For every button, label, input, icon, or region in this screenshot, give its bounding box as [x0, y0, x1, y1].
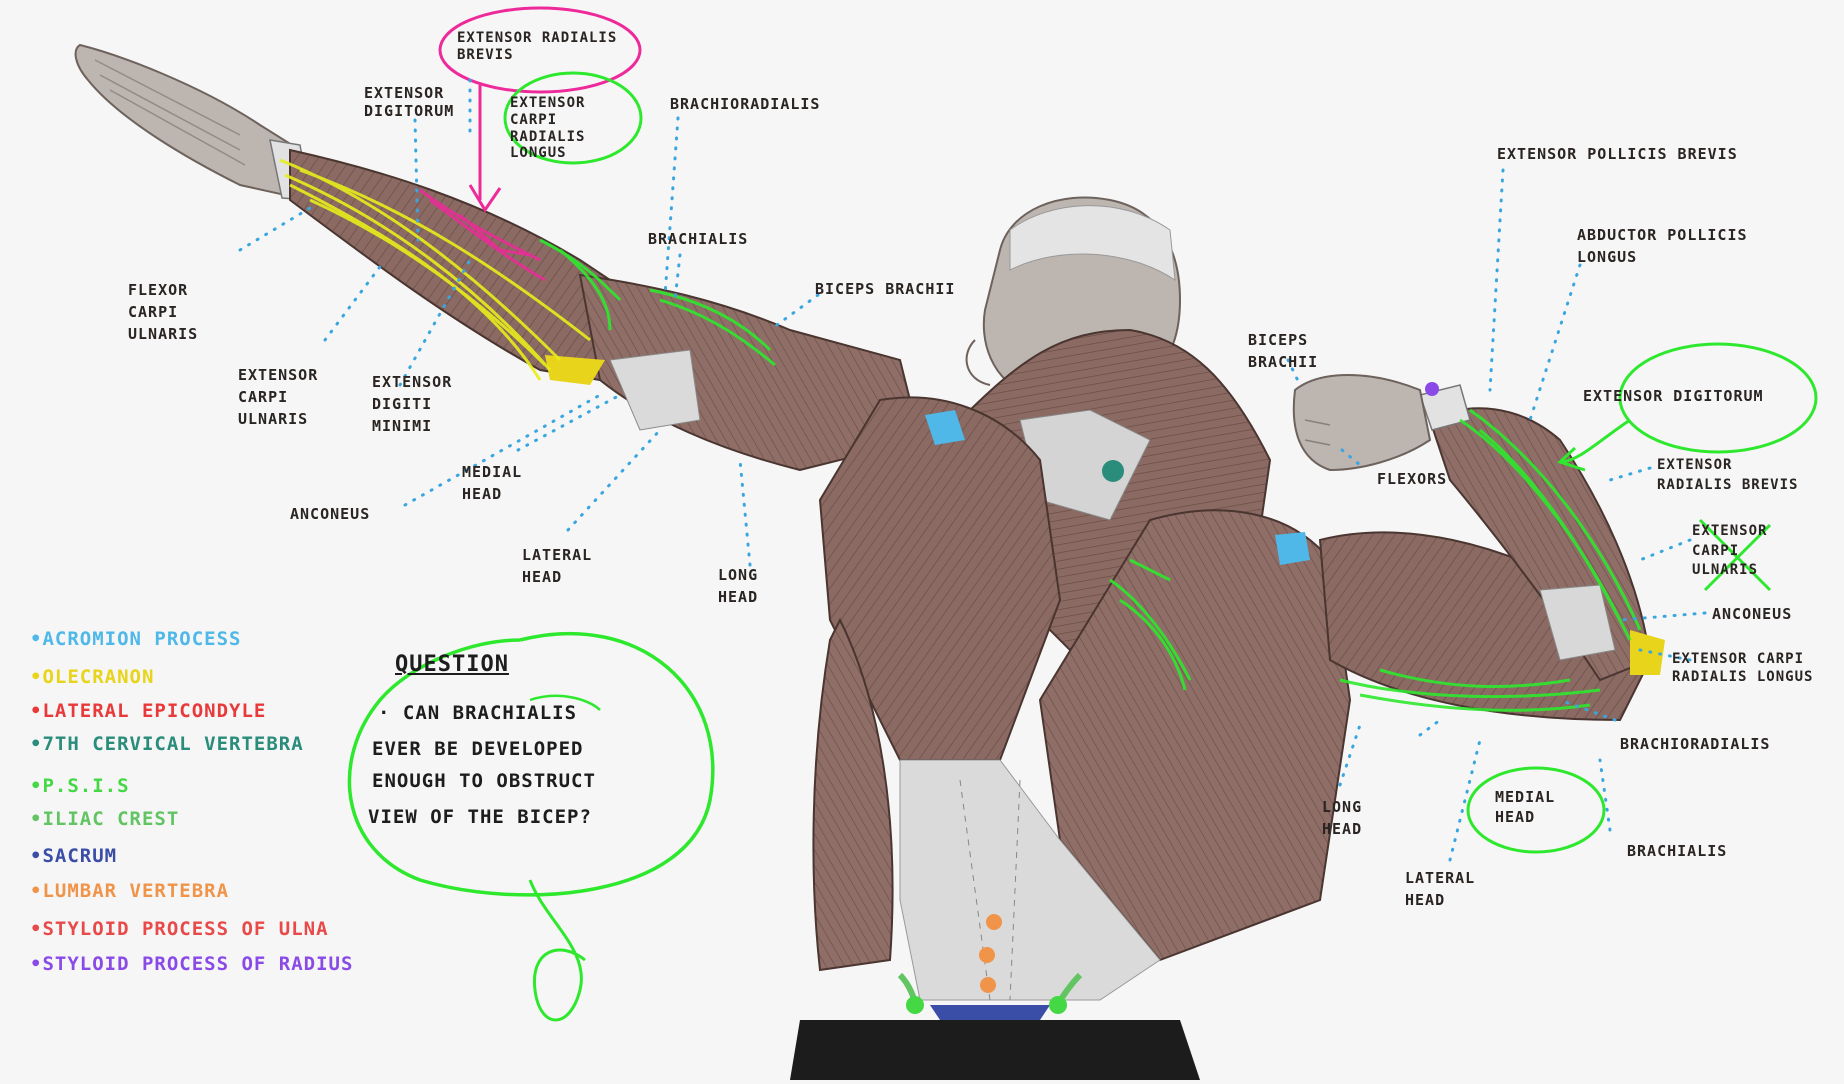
- leader-lines: [238, 78, 1707, 862]
- label-brachioradialis-left: Brachioradialis: [670, 95, 821, 113]
- question-line: · Can brachialis: [378, 702, 578, 724]
- question-line: view of the bicep?: [368, 806, 592, 828]
- label-abductor-pollicis-longus: Abductor pollicis longus: [1577, 226, 1748, 266]
- legend-item: •Iliac crest: [30, 808, 179, 830]
- label-biceps-brachii-right: Biceps brachii: [1248, 331, 1319, 371]
- label-brachialis-right: Brachialis: [1627, 842, 1728, 860]
- legend-item: •Lumbar vertebra: [30, 880, 229, 902]
- label-extensor-radialis-brevis-right: Extensor radialis brevis: [1657, 457, 1799, 494]
- label-extensor-digitorum-left: Extensor digitorum: [364, 84, 455, 120]
- legend-label: Sacrum: [42, 845, 118, 867]
- question-line: ever be developed: [372, 738, 584, 760]
- legend-label: Acromion process: [42, 628, 242, 650]
- left-forearm: [289, 148, 642, 382]
- right-arm: [1292, 374, 1665, 722]
- label-medial-head-right: Medial head: [1495, 788, 1556, 826]
- annotation-marks: [347, 6, 1818, 1022]
- legend-label: Lateral epicondyle: [42, 700, 267, 722]
- legend-label: Olecranon: [42, 666, 155, 688]
- label-extensor-carpi-radialis-longus-left: Extensor carpi radialis longus: [510, 95, 586, 162]
- legend-bullet: •: [30, 666, 43, 688]
- question-line: enough to obstruct: [372, 770, 596, 792]
- label-extensor-digitorum-right: Extensor digitorum: [1583, 387, 1764, 405]
- label-biceps-brachii-left: Biceps brachii: [815, 280, 956, 298]
- label-anconeus-left: Anconeus: [290, 505, 371, 523]
- label-extensor-pollicis-brevis: Extensor pollicis brevis: [1497, 145, 1738, 163]
- label-flexor-carpi-ulnaris-left: Flexor carpi ulnaris: [128, 281, 199, 343]
- question-title: Question: [395, 652, 509, 677]
- label-extensor-digiti-minimi: Extensor digiti minimi: [372, 373, 453, 435]
- legend-label: Lumbar vertebra: [42, 880, 230, 902]
- legend-label: Iliac crest: [42, 808, 180, 830]
- label-extensor-carpi-radialis-brevis: Extensor radialis brevis: [457, 30, 618, 63]
- legend-label: 7th cervical vertebra: [42, 733, 304, 755]
- legend-item: •7th cervical vertebra: [30, 733, 304, 755]
- legend-label: P.S.I.S: [42, 775, 130, 797]
- legend-item: •Sacrum: [30, 845, 117, 867]
- label-anconeus-right: Anconeus: [1712, 605, 1793, 623]
- torso: [790, 328, 1352, 1080]
- legend-label: Styloid process of ulna: [42, 918, 329, 940]
- label-flexors: Flexors: [1377, 470, 1448, 488]
- legend-label: Styloid process of radius: [42, 953, 354, 975]
- label-medial-head-left: Medial head: [462, 463, 523, 503]
- legend-item: •Styloid process of ulna: [30, 918, 329, 940]
- label-brachialis-left: Brachialis: [648, 230, 749, 248]
- legend-item: •Styloid process of radius: [30, 953, 353, 975]
- legend-bullet: •: [30, 918, 43, 940]
- legend-bullet: •: [30, 700, 43, 722]
- label-extensor-carpi-ulnaris-right: Extensor carpi ulnaris: [1692, 523, 1768, 579]
- legend-item: •Olecranon: [30, 666, 154, 688]
- legend-bullet: •: [30, 880, 43, 902]
- legend-bullet: •: [30, 733, 43, 755]
- label-brachioradialis-right: Brachioradialis: [1620, 735, 1771, 753]
- legend-item: •P.S.I.S: [30, 775, 130, 797]
- label-extensor-carpi-radialis-longus-right: Extensor carpi radialis longus: [1672, 651, 1814, 686]
- legend-item: •Lateral epicondyle: [30, 700, 266, 722]
- legend-bullet: •: [30, 953, 43, 975]
- label-long-head-left: Long head: [718, 566, 759, 606]
- label-lateral-head-left: Lateral head: [522, 546, 593, 586]
- left-hand: [74, 43, 302, 197]
- legend-bullet: •: [30, 808, 43, 830]
- legend-bullet: •: [30, 775, 43, 797]
- legend-bullet: •: [30, 628, 43, 650]
- label-lateral-head-right: Lateral head: [1405, 869, 1476, 909]
- legend-bullet: •: [30, 845, 43, 867]
- label-long-head-right: Long head: [1322, 798, 1363, 838]
- legend-item: •Acromion process: [30, 628, 241, 650]
- label-extensor-carpi-ulnaris-left: Extensor carpi ulnaris: [238, 366, 319, 428]
